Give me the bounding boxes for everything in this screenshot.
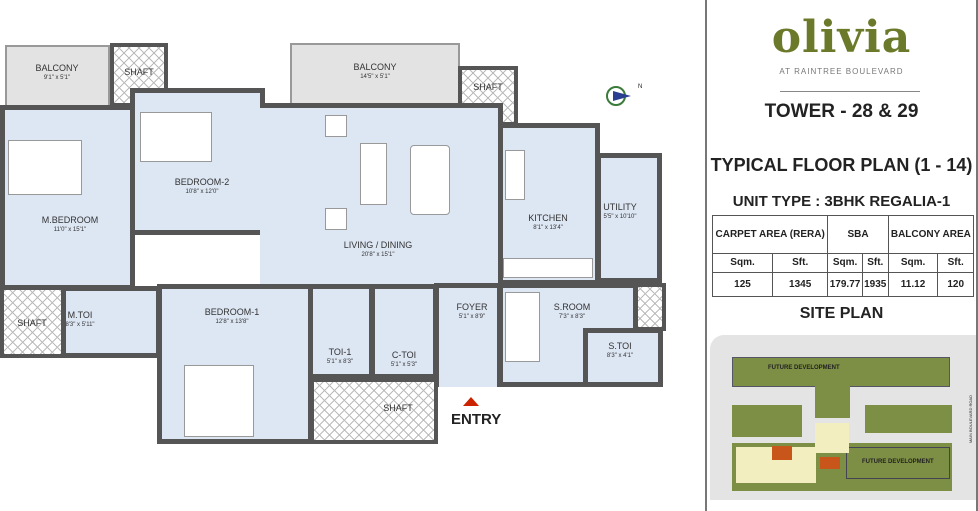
kitchen-counter xyxy=(503,258,593,278)
floor-plan-title: TYPICAL FLOOR PLAN (1 - 14) xyxy=(710,155,973,175)
value-cell: 11.12 xyxy=(887,272,939,297)
area-table: CARPET AREA (RERA) SBA BALCONY AREA Sqm.… xyxy=(711,215,975,297)
divider xyxy=(780,91,920,92)
m-bedroom xyxy=(0,105,135,290)
shaft-4 xyxy=(310,378,438,444)
unit-cell: Sft. xyxy=(937,253,974,273)
info-panel: olivia AT RAINTREE BOULEVARD TOWER - 28 … xyxy=(705,0,978,511)
unit-cell: Sft. xyxy=(772,253,829,273)
shaft-3-label: SHAFT xyxy=(17,318,47,328)
compass-label: N xyxy=(638,84,643,90)
value-cell: 1935 xyxy=(861,272,889,297)
unit-cell: Sqm. xyxy=(827,253,863,273)
armchair xyxy=(325,208,347,230)
bed-1 xyxy=(184,365,254,437)
unit-cell: Sqm. xyxy=(711,253,774,273)
bed-s-room xyxy=(505,292,540,362)
value-cell: 179.77 xyxy=(827,272,863,297)
unit-type: UNIT TYPE : 3BHK REGALIA-1 xyxy=(732,193,951,210)
olivia-logo: olivia xyxy=(771,12,912,63)
future-development-label: FUTURE DEVELOPMENT xyxy=(768,365,840,371)
shaft-5 xyxy=(634,283,666,331)
s-toi xyxy=(583,328,663,387)
highlighted-tower xyxy=(820,457,840,469)
value-cell: 120 xyxy=(937,272,974,297)
sba-header: SBA xyxy=(827,215,889,254)
unit-cell: Sqm. xyxy=(887,253,939,273)
armchair xyxy=(325,115,347,137)
shaft-1-label: SHAFT xyxy=(124,67,154,77)
carpet-area-header: CARPET AREA (RERA) xyxy=(711,215,829,254)
shaft-3 xyxy=(0,286,65,358)
site-plan-map: FUTURE DEVELOPMENT FUTURE DEVELOPMENT MA… xyxy=(710,335,976,500)
value-cell: 1345 xyxy=(772,272,829,297)
bed-master xyxy=(8,140,82,195)
site-plan-title: SITE PLAN xyxy=(799,305,884,322)
tower-title: TOWER - 28 & 29 xyxy=(764,101,919,122)
highlighted-tower xyxy=(772,446,792,460)
foyer xyxy=(434,283,502,387)
shaft-4-label: SHAFT xyxy=(383,403,413,413)
value-cell: 125 xyxy=(711,272,774,297)
entry-label: ENTRY xyxy=(451,411,502,428)
sofa xyxy=(360,143,387,205)
logo-subtitle: AT RAINTREE BOULEVARD xyxy=(779,67,904,76)
kitchen-counter xyxy=(505,150,525,200)
future-development-label: FUTURE DEVELOPMENT xyxy=(862,459,934,465)
dining-table xyxy=(410,145,450,215)
balcony-area-header: BALCONY AREA xyxy=(887,215,975,254)
shaft-2-label: SHAFT xyxy=(473,82,503,92)
utility xyxy=(596,153,662,283)
unit-cell: Sft. xyxy=(861,253,889,273)
bed-2 xyxy=(140,112,212,162)
c-toi xyxy=(370,284,438,379)
road-label: MAIN BOULEVARD ROAD xyxy=(968,395,973,444)
entry-arrow-icon xyxy=(463,397,479,406)
north-compass-icon xyxy=(606,86,631,106)
